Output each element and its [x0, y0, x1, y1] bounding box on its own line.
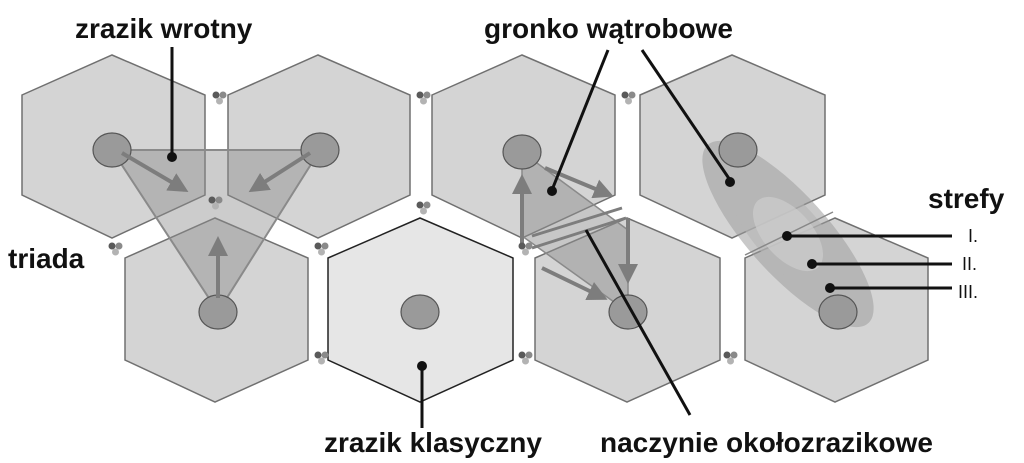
- triad-icon: [518, 351, 533, 365]
- triad-icon: [416, 91, 431, 105]
- flow-arrow: [248, 151, 312, 193]
- leader-dot: [417, 361, 427, 371]
- label-portal-lobule: zrazik wrotny: [75, 13, 253, 44]
- triad-icon: [212, 91, 227, 105]
- flow-arrow: [541, 266, 608, 301]
- vessel-circle: [92, 132, 132, 168]
- leader-dot: [807, 259, 817, 269]
- perilobular-vessel-lines: [531, 206, 627, 250]
- label-zone-2: II.: [962, 254, 977, 274]
- triad-icon: [314, 242, 329, 256]
- label-zones-title: strefy: [928, 183, 1005, 214]
- triad-icon: [518, 242, 533, 256]
- vessel-circle: [718, 132, 758, 168]
- leader-dots: [167, 152, 835, 371]
- leader-dot: [725, 177, 735, 187]
- triad-icon: [108, 242, 123, 256]
- triad-markers: [108, 91, 738, 365]
- triad-icon: [314, 351, 329, 365]
- leader-dot: [782, 231, 792, 241]
- triad-icon: [416, 201, 431, 215]
- label-hepatic-acinus: gronko wątrobowe: [484, 13, 733, 44]
- vessel-circle: [198, 294, 238, 330]
- leader-line-acinus-left: [550, 49, 610, 191]
- label-zone-3: III.: [958, 282, 978, 302]
- label-classic-lobule: zrazik klasyczny: [324, 427, 542, 458]
- flow-arrows: [120, 151, 638, 301]
- leader-dot: [167, 152, 177, 162]
- perilobular-vessel-line: [531, 206, 623, 238]
- flow-arrow: [120, 151, 189, 193]
- label-zone-1: I.: [968, 226, 978, 246]
- vessel-circle: [608, 294, 648, 330]
- triad-icon: [723, 351, 738, 365]
- vessel-circle: [818, 294, 858, 330]
- perilobular-vessel-line: [531, 216, 627, 250]
- flow-arrow: [544, 166, 614, 199]
- leader-dot: [547, 186, 557, 196]
- triad-icon: [208, 196, 223, 210]
- leader-line-acinus-right: [640, 49, 732, 181]
- vessel-circle: [400, 294, 440, 330]
- vessel-circle: [300, 132, 340, 168]
- leader-line-perilobular-vessel: [584, 229, 692, 416]
- leader-lines: [170, 47, 952, 428]
- label-triad: triada: [8, 243, 85, 274]
- leader-dot: [825, 283, 835, 293]
- triad-icon: [621, 91, 636, 105]
- vessel-circle: [502, 134, 542, 170]
- label-perilobular-vessel: naczynie okołozrazikowe: [600, 427, 933, 458]
